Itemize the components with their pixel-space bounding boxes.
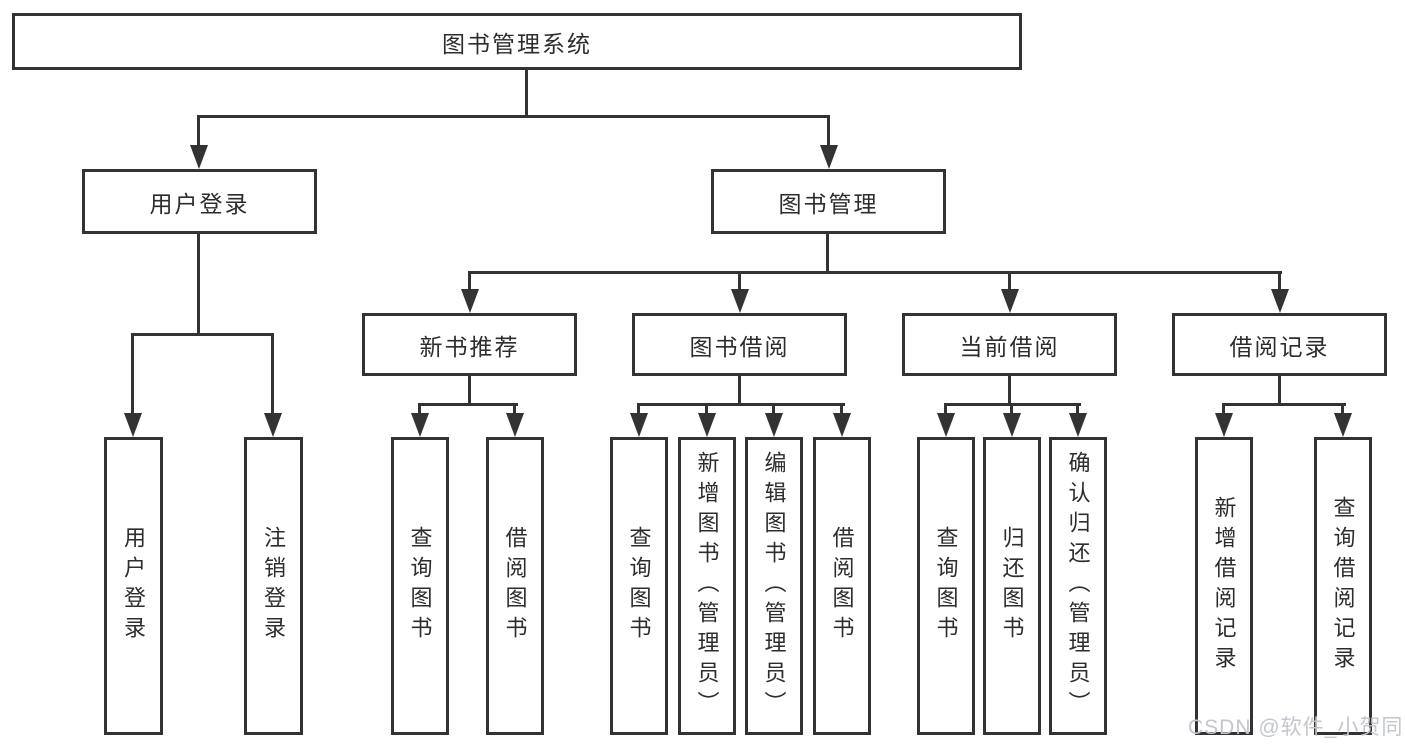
edge-current-stem — [1076, 403, 1079, 415]
edge-bookmgmt-hline — [468, 271, 1282, 274]
arrow-down-icon — [1215, 413, 1233, 437]
node-book-management: 图书管理 — [711, 169, 946, 234]
leaf-borrow-book: 借阅图书 — [813, 437, 871, 735]
edge-borrow-stem — [772, 403, 775, 415]
arrow-down-icon — [765, 413, 783, 437]
edge-newrec-stem — [513, 403, 516, 415]
edge-userlogin-hline — [131, 333, 274, 336]
node-borrow-record-label: 借阅记录 — [1229, 333, 1330, 360]
arrow-down-icon — [506, 413, 524, 437]
edge-record-stem — [1222, 403, 1225, 415]
arrow-down-icon — [1069, 413, 1087, 437]
node-root-label: 图书管理系统 — [442, 30, 592, 57]
edge-current-vline — [1008, 374, 1011, 406]
arrow-down-icon — [1001, 289, 1019, 313]
edge-borrow-stem — [637, 403, 640, 415]
node-new-book-recommend: 新书推荐 — [362, 313, 577, 376]
edge-borrow-vline — [738, 374, 741, 406]
edge-userlogin-vline — [197, 232, 200, 336]
arrow-down-icon — [731, 289, 749, 313]
node-root: 图书管理系统 — [12, 13, 1022, 70]
arrow-down-icon — [411, 413, 429, 437]
edge-borrow-hline — [637, 403, 845, 406]
node-new-book-recommend-label: 新书推荐 — [419, 333, 520, 360]
leaf-current-query-book: 查询图书 — [917, 437, 975, 735]
leaf-recommend-borrow-book: 借阅图书 — [486, 437, 544, 735]
edge-newrec-vline — [468, 374, 471, 406]
arrow-down-icon — [264, 413, 282, 437]
edge-newrec-stem — [418, 403, 421, 415]
csdn-watermark: CSDN @软件_小贺同学 — [1188, 716, 1405, 739]
leaf-add-book-admin: 新增图书（管理员） — [678, 437, 736, 735]
leaf-return-book: 归还图书 — [983, 437, 1041, 735]
arrow-down-icon — [1271, 289, 1289, 313]
leaf-confirm-return-admin-label: 确认归还（管理员） — [1065, 451, 1091, 721]
edge-userlogin-stem-right — [271, 333, 274, 417]
arrow-down-icon — [820, 145, 838, 169]
leaf-borrow-query-book: 查询图书 — [610, 437, 668, 735]
leaf-return-book-label: 归还图书 — [999, 526, 1025, 646]
leaf-edit-book-admin-label: 编辑图书（管理员） — [761, 451, 787, 721]
node-book-borrow-label: 图书借阅 — [689, 333, 790, 360]
leaf-edit-book-admin: 编辑图书（管理员） — [745, 437, 803, 735]
leaf-confirm-return-admin: 确认归还（管理员） — [1049, 437, 1107, 735]
edge-root-hline — [197, 115, 830, 118]
leaf-recommend-query-book: 查询图书 — [391, 437, 449, 735]
edge-bookmgmt-stem — [1008, 271, 1011, 291]
edge-current-stem — [944, 403, 947, 415]
edge-record-hline — [1222, 403, 1346, 406]
edge-borrow-stem — [705, 403, 708, 415]
edge-root-stem-right — [827, 115, 830, 147]
edge-bookmgmt-vline — [826, 232, 829, 274]
arrow-down-icon — [190, 145, 208, 169]
arrow-down-icon — [698, 413, 716, 437]
arrow-down-icon — [461, 289, 479, 313]
leaf-borrow-book-label: 借阅图书 — [829, 526, 855, 646]
arrow-down-icon — [1003, 413, 1021, 437]
leaf-add-borrow-record-label: 新增借阅记录 — [1211, 496, 1237, 676]
arrow-down-icon — [1334, 413, 1352, 437]
arrow-down-icon — [937, 413, 955, 437]
edge-bookmgmt-stem — [468, 271, 471, 291]
edge-bookmgmt-stem — [738, 271, 741, 291]
leaf-add-borrow-record: 新增借阅记录 — [1195, 437, 1253, 735]
edge-newrec-hline — [418, 403, 518, 406]
leaf-query-borrow-record: 查询借阅记录 — [1314, 437, 1372, 735]
node-book-management-label: 图书管理 — [778, 190, 879, 217]
edge-record-vline — [1278, 374, 1281, 406]
node-book-borrow: 图书借阅 — [632, 313, 847, 376]
leaf-recommend-borrow-book-label: 借阅图书 — [502, 526, 528, 646]
edge-root-stem-left — [197, 115, 200, 147]
leaf-user-login: 用户登录 — [104, 437, 163, 735]
leaf-logout-label: 注销登录 — [261, 526, 287, 646]
edge-root-vline — [525, 68, 528, 116]
node-current-borrow: 当前借阅 — [902, 313, 1117, 376]
arrow-down-icon — [630, 413, 648, 437]
arrow-down-icon — [124, 413, 142, 437]
leaf-borrow-query-book-label: 查询图书 — [626, 526, 652, 646]
edge-bookmgmt-stem — [1278, 271, 1281, 291]
edge-current-stem — [1010, 403, 1013, 415]
edge-borrow-stem — [840, 403, 843, 415]
edge-userlogin-stem-left — [131, 333, 134, 417]
leaf-logout: 注销登录 — [244, 437, 303, 735]
node-user-login-label: 用户登录 — [149, 190, 250, 217]
leaf-recommend-query-book-label: 查询图书 — [407, 526, 433, 646]
node-current-borrow-label: 当前借阅 — [959, 333, 1060, 360]
leaf-current-query-book-label: 查询图书 — [933, 526, 959, 646]
node-borrow-record: 借阅记录 — [1172, 313, 1387, 376]
leaf-query-borrow-record-label: 查询借阅记录 — [1330, 496, 1356, 676]
node-user-login: 用户登录 — [82, 169, 317, 234]
edge-record-stem — [1341, 403, 1344, 415]
arrow-down-icon — [833, 413, 851, 437]
leaf-user-login-label: 用户登录 — [121, 526, 147, 646]
leaf-add-book-admin-label: 新增图书（管理员） — [694, 451, 720, 721]
